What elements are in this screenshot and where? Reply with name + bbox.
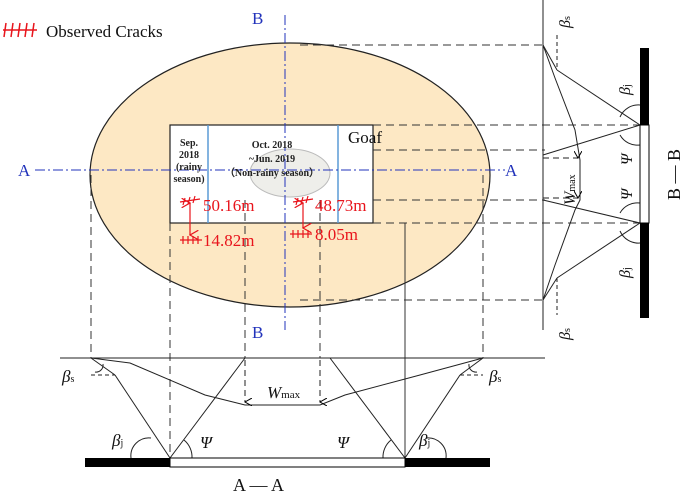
- crack-width-4: 8.05m: [315, 225, 358, 244]
- beta-j-right: βj: [418, 431, 430, 450]
- beta-j-top: βj: [617, 84, 634, 96]
- panel2-line2: ~Jun. 2019: [249, 154, 295, 165]
- panel2-line3: （Non-rainy season）: [225, 166, 319, 179]
- goaf-label: Goaf: [348, 128, 382, 147]
- panel1-line2: 2018: [179, 150, 199, 161]
- psi-bottom: Ψ: [619, 187, 636, 200]
- section-bb: [542, 0, 641, 330]
- w-max-bb: Wmax: [562, 174, 579, 205]
- w-max: Wmax: [267, 383, 301, 402]
- section-label-b-bottom: B: [252, 323, 263, 342]
- legend-label: Observed Cracks: [46, 22, 163, 41]
- panel1-line1: Sep.: [180, 138, 199, 149]
- psi-left: Ψ: [200, 433, 214, 452]
- psi-top: Ψ: [619, 152, 636, 165]
- psi-right: Ψ: [337, 433, 351, 452]
- beta-j-left: βj: [111, 431, 123, 450]
- section-aa: [60, 357, 545, 459]
- section-label-a-right: A: [505, 161, 518, 180]
- beta-s-left: βs: [61, 367, 74, 386]
- beta-s-right: βs: [488, 367, 501, 386]
- beta-j-bottom: βj: [617, 267, 634, 279]
- crack-width-3: 48.73m: [315, 196, 366, 215]
- beta-s-bottom: βs: [557, 328, 574, 341]
- section-label-b-top: B: [252, 9, 263, 28]
- panel1-line4: season): [173, 174, 204, 185]
- crack-width-2: 14.82m: [203, 231, 254, 250]
- panel2-line1: Oct. 2018: [252, 140, 293, 151]
- crack-width-1: 50.16m: [203, 196, 254, 215]
- highlight-ellipse: [249, 148, 331, 198]
- beta-s-top: βs: [557, 16, 574, 29]
- caption-bb: B — B: [664, 149, 684, 200]
- panel1-line3: (rainy: [176, 162, 202, 173]
- legend-crack-icon: [3, 22, 37, 38]
- section-label-a-left: A: [18, 161, 31, 180]
- caption-aa: A — A: [233, 475, 284, 495]
